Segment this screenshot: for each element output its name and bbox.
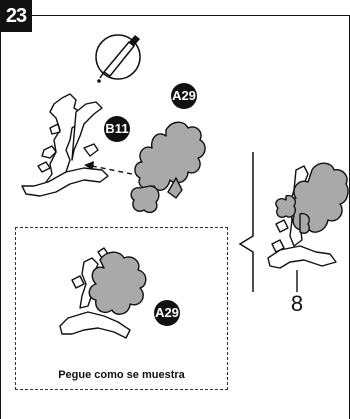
part-label-b11: B11 (105, 121, 129, 136)
result-caption: Pegue como se muestra (58, 369, 185, 381)
foliage-piece-a29 (130, 121, 206, 214)
result-foliage-gray (88, 251, 147, 315)
glue-tube-icon (95, 34, 141, 83)
result-example-box (15, 227, 228, 390)
assembly-bracket (238, 152, 254, 292)
b11-label-circle (104, 116, 130, 142)
assembled-tree (267, 162, 349, 269)
part-label-a29-result: A29 (155, 305, 179, 320)
quantity-label: 8 (290, 291, 304, 316)
branch-piece-b11 (21, 93, 109, 197)
step-number-badge: 23 (0, 0, 32, 32)
placement-arrow (84, 161, 133, 175)
part-label-a29: A29 (172, 88, 196, 103)
a29-result-label-circle (154, 300, 180, 326)
frame-left-border (0, 32, 1, 419)
frame-top-border (32, 15, 350, 16)
a29-label-circle (171, 83, 197, 109)
